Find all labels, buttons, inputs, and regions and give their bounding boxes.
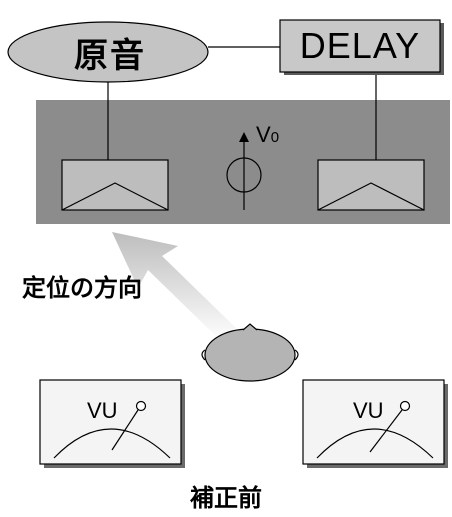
source-ellipse xyxy=(7,21,209,83)
source-label: 原音 xyxy=(74,35,146,76)
vu-meter-right xyxy=(302,379,448,468)
delay-label: DELAY xyxy=(299,25,421,66)
velocity-source-symbol xyxy=(226,132,262,210)
speaker-right xyxy=(317,159,425,211)
vu-meter-left xyxy=(39,379,185,468)
caption: 補正前 xyxy=(190,484,262,512)
vu-left-label: VU xyxy=(87,398,118,423)
direction-arrow xyxy=(112,232,236,342)
listener-head xyxy=(201,323,299,382)
delay-box xyxy=(279,19,441,73)
velocity-symbol: V xyxy=(256,122,271,147)
speaker-left xyxy=(61,159,169,211)
vu-right-label: VU xyxy=(353,398,384,423)
direction-label: 定位の方向 xyxy=(22,274,142,302)
velocity-subscript: 0 xyxy=(270,129,280,146)
velocity-label: V0 xyxy=(256,122,279,148)
